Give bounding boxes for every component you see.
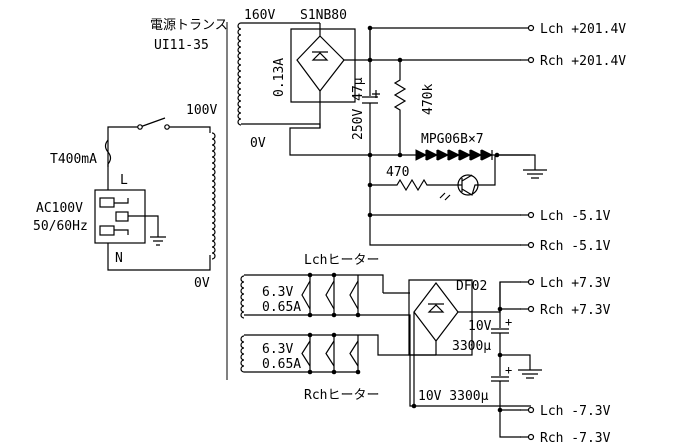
secondary-current-label: 0.13A <box>272 58 287 97</box>
output-label-rch-hv: Rch +201.4V <box>540 54 626 69</box>
resistor-470 <box>370 178 455 192</box>
bleeder-label: 470k <box>421 84 436 115</box>
primary-winding <box>211 132 216 260</box>
live-label: L <box>120 173 128 188</box>
rch-heater-label: Rchヒーター <box>304 388 379 403</box>
fuse <box>104 139 112 165</box>
terminal-rch-heater-neg <box>527 433 535 441</box>
transformer-model: UI11-35 <box>154 38 209 53</box>
hv-capacitor-label: 250V 47μ <box>351 77 366 140</box>
heater-winding-1-voltage: 6.3V <box>262 285 293 300</box>
heater-cap1-voltage: 10V <box>468 319 492 334</box>
fuse-label: T400mA <box>50 152 97 167</box>
neutral-label: N <box>115 251 123 266</box>
led-chain-label: MPG06B×7 <box>421 132 484 147</box>
terminal-lch-neg <box>527 211 535 219</box>
hv-secondary-winding <box>237 22 242 126</box>
ground-icon <box>150 236 166 246</box>
output-label-rch-neg: Rch -5.1V <box>540 239 611 254</box>
heater-filaments <box>301 280 359 367</box>
terminal-rch-heater-pos <box>527 305 535 313</box>
output-label-lch-heater-pos: Lch +7.3V <box>540 276 611 291</box>
hv-bridge <box>290 28 356 103</box>
heater-cap2-plus: + <box>505 363 512 377</box>
heater-winding-2-voltage: 6.3V <box>262 342 293 357</box>
ground-icon-led <box>497 154 547 179</box>
heater-cap2-label: 10V 3300μ <box>418 389 489 404</box>
mains-voltage: AC100V <box>36 201 83 216</box>
transformer-title: 電源トランス <box>150 18 228 33</box>
heater-winding-2 <box>240 335 245 373</box>
heater-winding-1 <box>240 275 245 319</box>
secondary-zero-label: 0V <box>250 136 266 151</box>
terminal-lch-heater-neg <box>527 406 535 414</box>
heater-bridge-label: DF02 <box>456 279 487 294</box>
output-label-lch-heater-neg: Lch -7.3V <box>540 404 611 419</box>
led-chain <box>415 149 494 161</box>
output-label-rch-heater-pos: Rch +7.3V <box>540 303 611 318</box>
hv-capacitor <box>362 60 378 155</box>
primary-circuit <box>94 117 211 271</box>
lch-heater-label: Lchヒーター <box>304 253 379 268</box>
output-label-lch-hv: Lch +201.4V <box>540 22 626 37</box>
terminal-lch-hv <box>527 24 535 32</box>
output-label-rch-heater-neg: Rch -7.3V <box>540 431 611 446</box>
power-switch <box>139 117 166 128</box>
heater-bridge <box>408 279 473 356</box>
output-label-lch-neg: Lch -5.1V <box>540 209 611 224</box>
terminal-rch-hv <box>527 56 535 64</box>
output-terminals: Lch +201.4V Rch +201.4V Lch -5.1V Rch -5.1V… <box>520 22 626 446</box>
heater-cap1-plus: + <box>505 315 512 329</box>
bleeder-resistor <box>393 60 407 155</box>
heater-winding-1-current: 0.65A <box>262 300 301 315</box>
heater-winding-2-current: 0.65A <box>262 357 301 372</box>
mains-frequency: 50/60Hz <box>33 219 88 234</box>
heater-cap1-capacitance: 3300μ <box>452 339 491 354</box>
hv-circuit <box>241 22 547 246</box>
secondary-top-label: 160V <box>244 8 275 23</box>
hv-bridge-label: S1NB80 <box>300 8 347 23</box>
ground-icon-heater <box>500 354 542 379</box>
terminal-lch-heater-pos <box>527 278 535 286</box>
junction-dots <box>307 25 503 413</box>
terminal-rch-neg <box>527 241 535 249</box>
primary-zero-label: 0V <box>194 276 210 291</box>
primary-tap-label: 100V <box>186 103 217 118</box>
resistor-470-label: 470 <box>386 165 409 180</box>
